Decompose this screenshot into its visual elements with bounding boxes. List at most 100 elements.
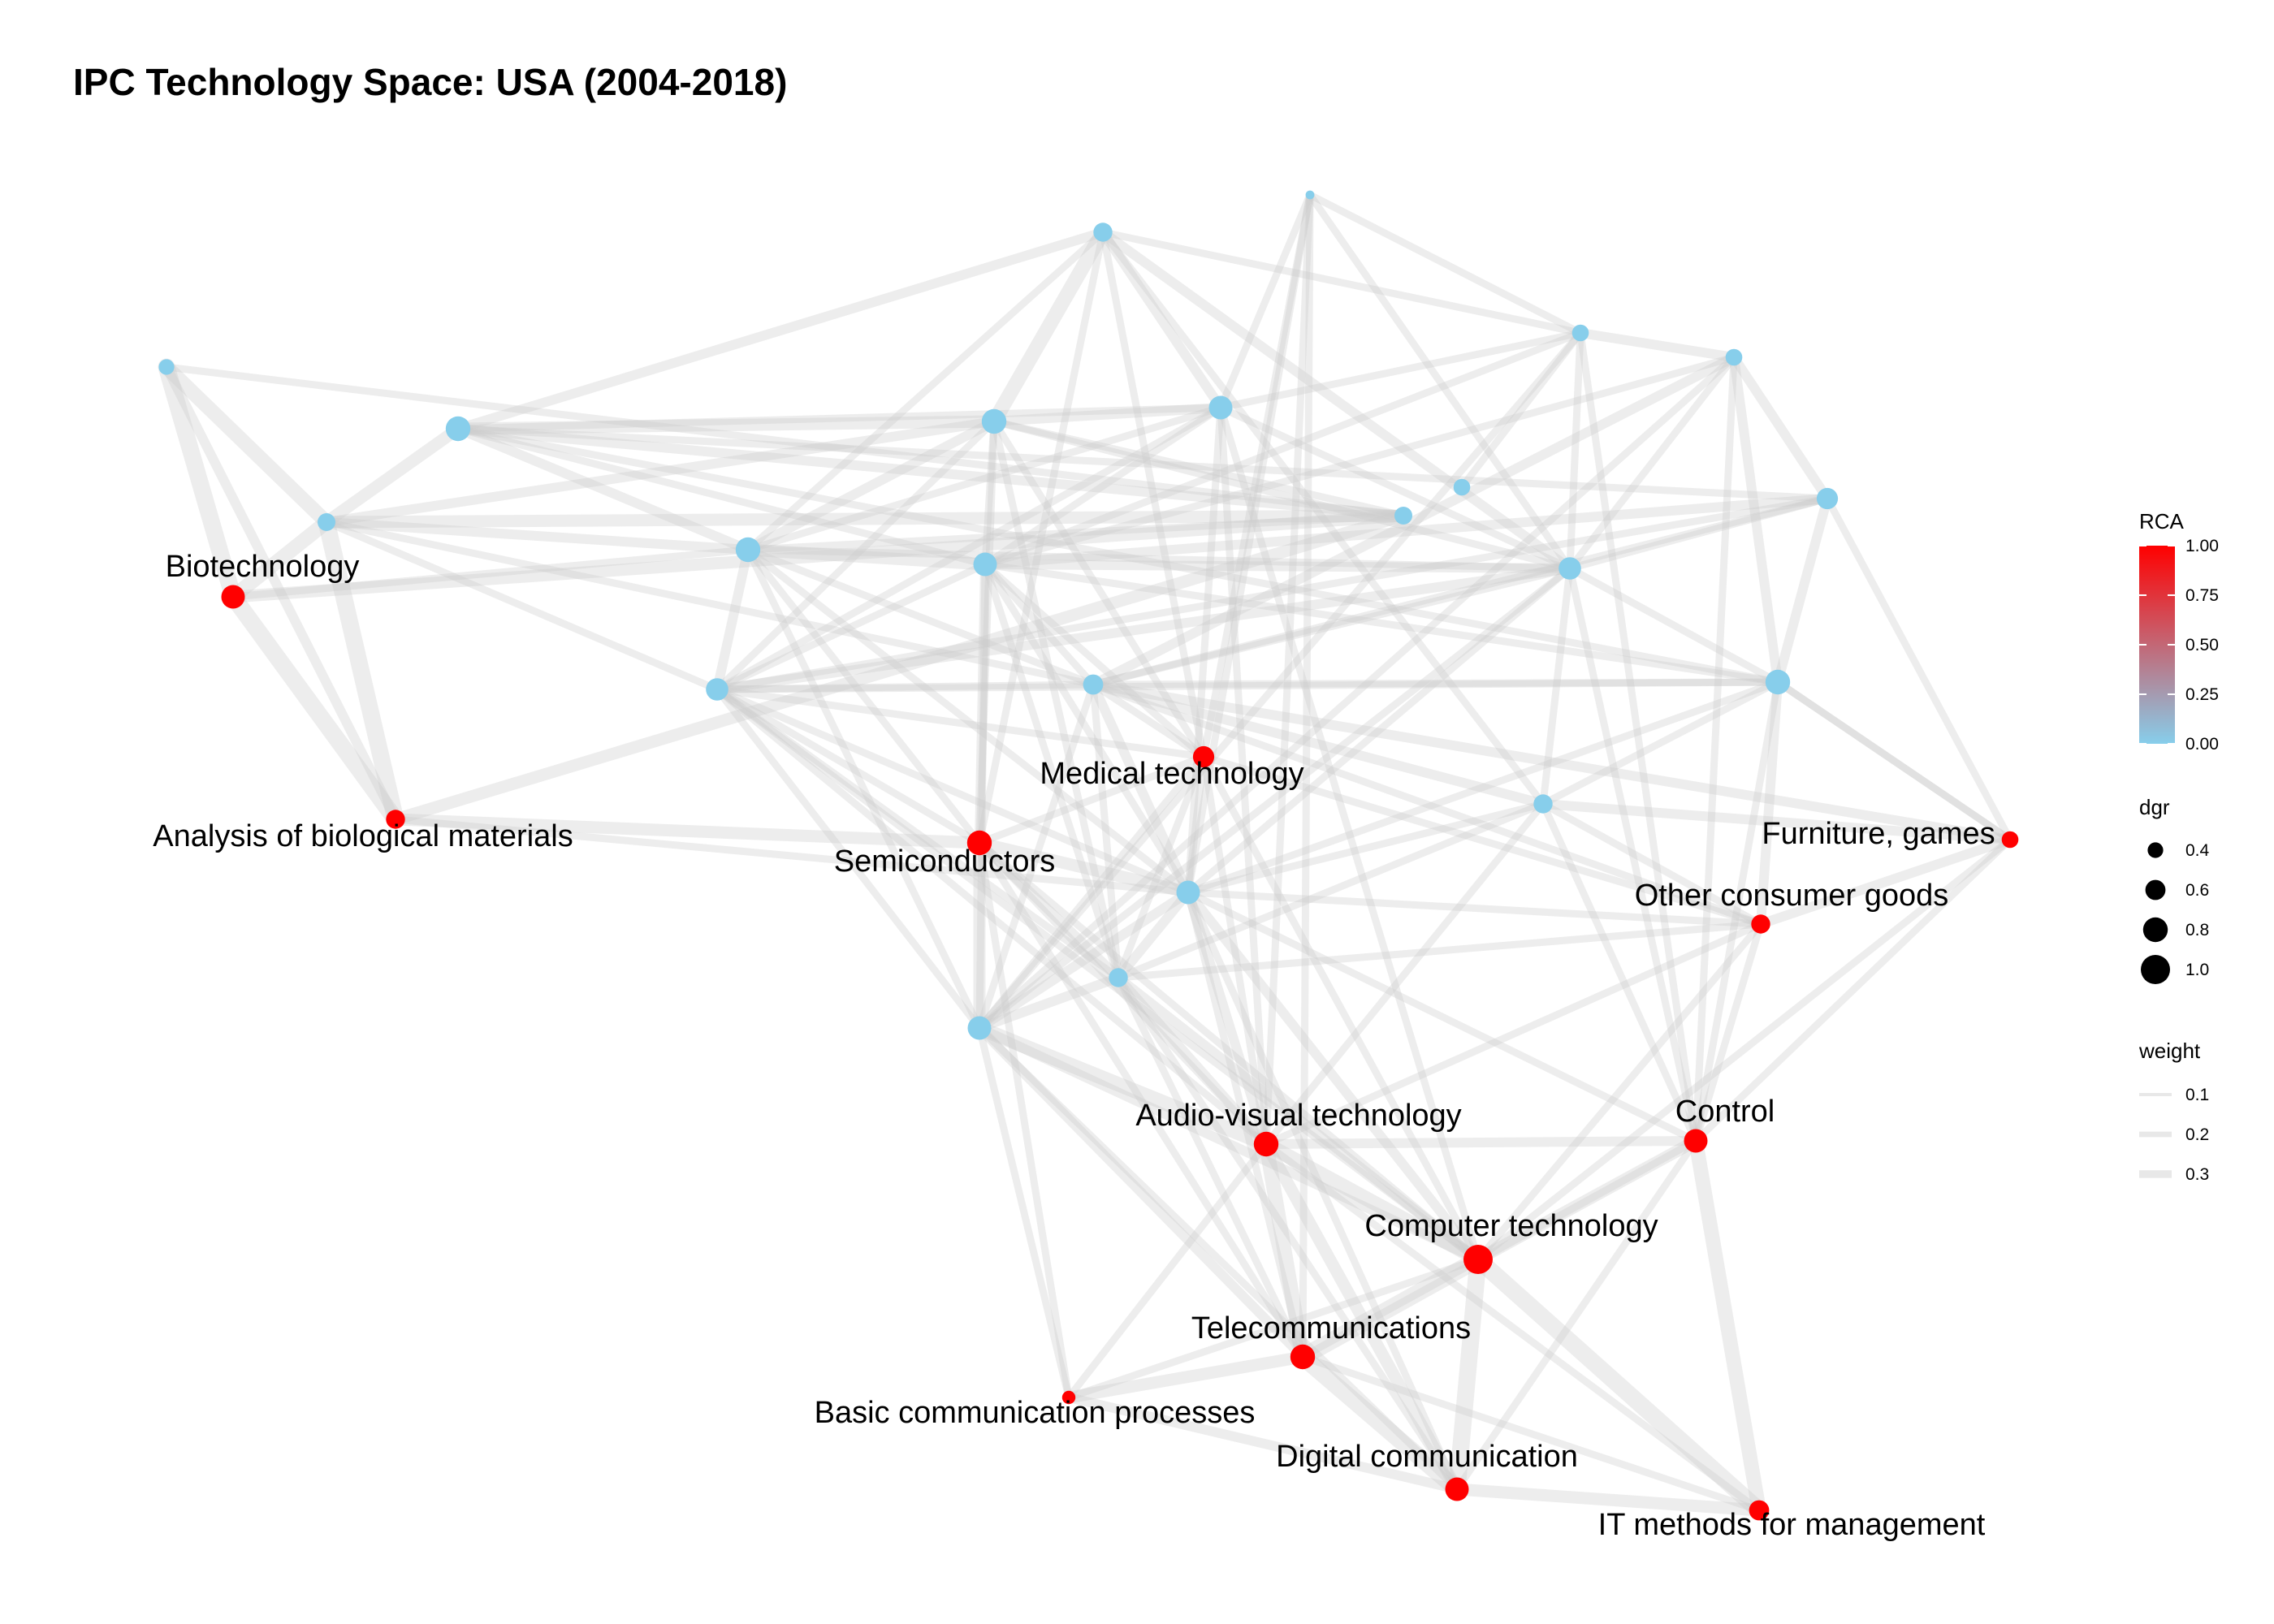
edge-av-tele <box>1259 1137 1310 1364</box>
edge-n15-semi <box>713 685 984 847</box>
edge-n10-bio <box>226 515 334 604</box>
nodes-layer <box>158 190 2019 1521</box>
edge-furn-ocg <box>1756 835 2015 929</box>
edge-n8-n19 <box>1184 404 1225 896</box>
legend-weight-title: weight <box>2138 1039 2201 1063</box>
edge-n7-n13 <box>981 417 998 568</box>
legend-dgr-label: 0.8 <box>2185 921 2209 939</box>
node-label-abm: Analysis of biological materials <box>153 819 573 853</box>
edge-semi-tele <box>975 839 1307 1361</box>
edge-ctrl-dig <box>1453 1137 1700 1493</box>
edge-n16-n20 <box>1089 680 1122 982</box>
edge-n2-n14 <box>1098 227 1575 573</box>
edge-n7-n8 <box>989 403 1226 426</box>
node-itm <box>1749 1500 1770 1521</box>
edge-n12-n14 <box>744 546 1574 572</box>
edge-med-n20 <box>1114 753 1208 982</box>
edge-n17-n19 <box>1184 678 1782 896</box>
edge-med-n21 <box>975 753 1208 1032</box>
edge-bio-abm <box>224 588 404 828</box>
legend-weight-label: 0.2 <box>2185 1125 2209 1144</box>
edge-n9-n17 <box>1773 494 1832 687</box>
edge-av-ctrl <box>1261 1136 1701 1149</box>
node-n16 <box>1083 674 1104 695</box>
legend-dgr-label: 0.6 <box>2185 881 2209 900</box>
edge-n13-med <box>981 560 1208 761</box>
edge-n7-n20 <box>990 417 1122 982</box>
node-label-comp: Computer technology <box>1364 1209 1658 1243</box>
edge-n4-n14 <box>1566 353 1738 572</box>
edge-n21-tele <box>975 1023 1308 1362</box>
node-n17 <box>1765 669 1791 695</box>
edge-ctrl-tele <box>1299 1137 1700 1361</box>
edge-n5-abm <box>162 362 400 824</box>
edge-n20-n21 <box>975 973 1123 1033</box>
edge-n4-n21 <box>975 353 1738 1032</box>
legend-dgr-symbol <box>2145 879 2166 901</box>
edge-n11-n12 <box>744 512 1407 554</box>
edge-med-ocg <box>1200 753 1765 928</box>
edge-comp-dig <box>1448 1250 1487 1498</box>
node-n14 <box>1559 557 1581 580</box>
edge-n10-n6 <box>320 422 465 529</box>
edge-n4-n17 <box>1729 352 1783 687</box>
edge-n13-n19 <box>981 560 1192 896</box>
node-abm <box>386 810 405 829</box>
edge-av-bcp <box>1065 1140 1270 1402</box>
edge-av-comp <box>1259 1137 1485 1267</box>
node-n11 <box>1394 507 1412 525</box>
edge-semi-n20 <box>975 838 1123 983</box>
edge-n10-n7 <box>322 417 999 527</box>
node-ctrl <box>1684 1129 1708 1153</box>
legend-rca-tick: 0.00 <box>2185 735 2219 754</box>
edge-n13-n14 <box>980 559 1575 573</box>
edge-n3-n8 <box>1217 329 1584 412</box>
edge-n13-n20 <box>981 560 1122 982</box>
edge-n8-n15 <box>713 404 1225 693</box>
edge-n6-n2 <box>453 227 1108 434</box>
edge-n3-n4 <box>1576 328 1739 362</box>
node-n9 <box>1816 487 1839 510</box>
legend-dgr-label: 1.0 <box>2185 961 2209 979</box>
node-label-med: Medical technology <box>1040 757 1303 791</box>
edge-med-av <box>1200 753 1270 1148</box>
node-label-bio: Biotechnology <box>166 550 360 584</box>
node-n1 <box>1305 190 1315 200</box>
node-n4 <box>1725 348 1743 366</box>
edge-tele-itm <box>1299 1353 1763 1514</box>
edge-n2-semi <box>975 228 1107 847</box>
edge-n4-n9 <box>1729 352 1832 503</box>
edge-n15-comp <box>713 685 1482 1263</box>
edge-n11-bio <box>227 509 1410 603</box>
edge-n18-n20 <box>1114 800 1547 982</box>
edge-dig-bcp <box>1064 1393 1462 1494</box>
edge-furn-ctrl <box>1692 836 2014 1145</box>
edge-n1-n19 <box>1184 191 1314 896</box>
edge-n7-med <box>990 417 1208 761</box>
edge-n5-bio <box>158 358 242 606</box>
edge-n17-ocg <box>1756 677 1783 929</box>
edge-comp-bcp <box>1065 1255 1482 1402</box>
edge-n3-n21 <box>975 329 1584 1032</box>
node-n8 <box>1208 395 1233 420</box>
edge-n10-n12 <box>322 517 753 555</box>
legend-dgr-symbol <box>2142 917 2168 943</box>
node-label-dig: Digital communication <box>1276 1440 1578 1474</box>
edge-n9-furn <box>1823 495 2014 844</box>
edge-semi-bcp <box>975 839 1073 1402</box>
node-bcp <box>1061 1390 1076 1405</box>
edge-ocg-ctrl <box>1692 920 1765 1145</box>
edge-n2-n18 <box>1099 228 1547 808</box>
edge-n14-n17 <box>1566 564 1782 686</box>
edge-n1-n3 <box>1306 191 1584 337</box>
edge-n8-n14 <box>1217 404 1574 572</box>
node-furn <box>2001 831 2019 849</box>
edge-n8-n12 <box>744 404 1225 554</box>
edge-n14-n21 <box>975 564 1574 1032</box>
edge-n6-n8 <box>454 404 1225 433</box>
edge-n2-n7 <box>987 225 1110 429</box>
edge-n5-n11 <box>162 363 1407 520</box>
chart-title: IPC Technology Space: USA (2004-2018) <box>73 61 788 103</box>
node-n5 <box>158 359 175 375</box>
